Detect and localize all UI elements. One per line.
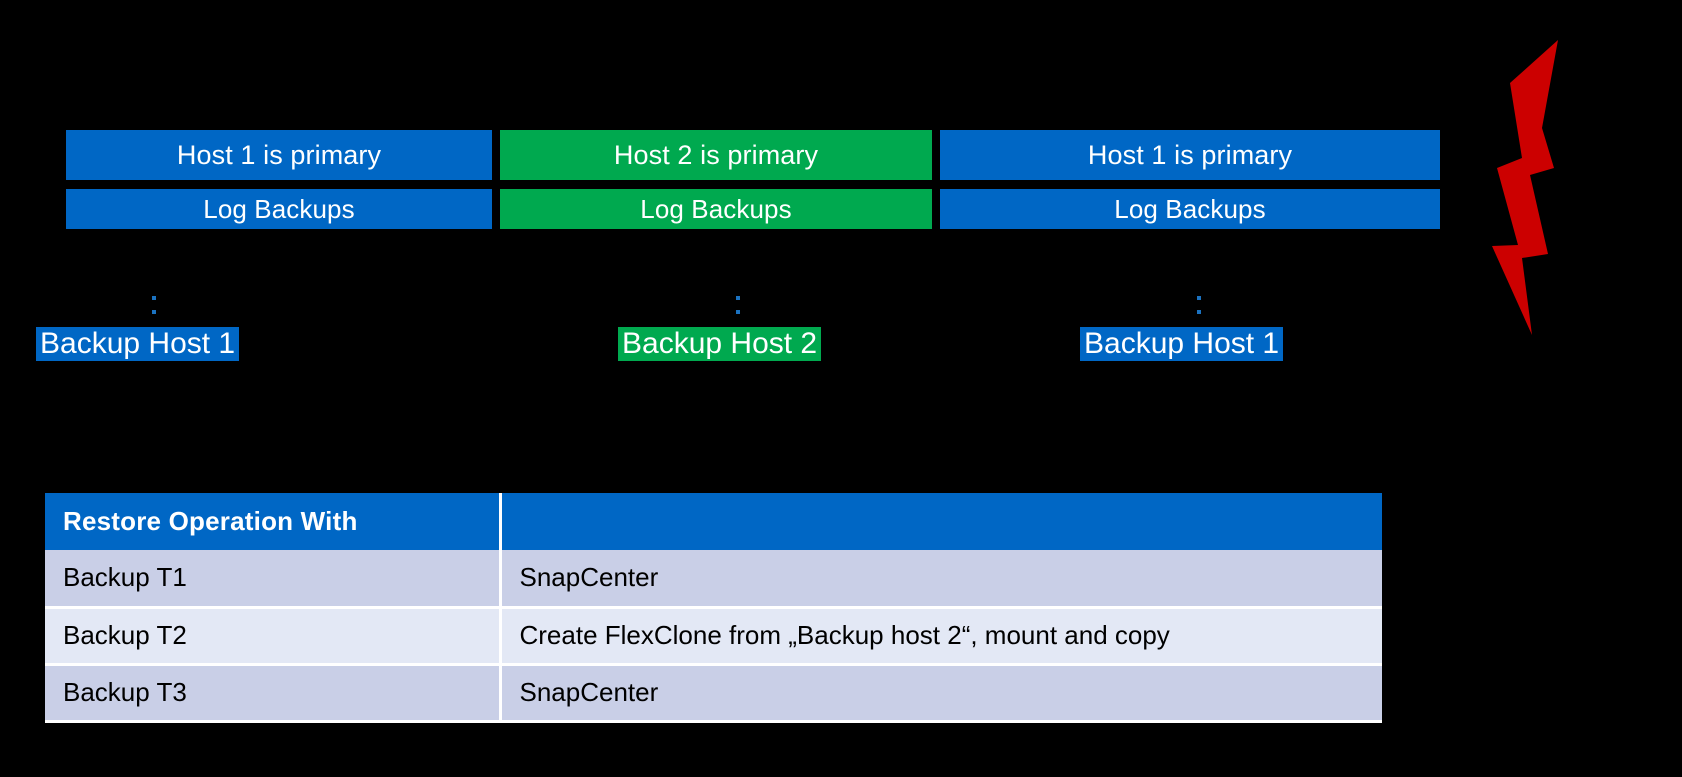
table-header-method — [500, 493, 1382, 550]
lightning-bolt-shape — [1492, 40, 1558, 335]
timeline-segment-primary-2: Host 2 is primary — [500, 130, 932, 180]
backup-host-label-1: Backup Host 1 — [36, 327, 240, 361]
segment-primary-label: Host 2 is primary — [613, 139, 819, 170]
timeline-segment-logs-1: Log Backups — [66, 189, 492, 229]
backup-host-label-2: Backup Host 2 — [618, 327, 822, 361]
backup-host-text: Backup Host 2 — [622, 327, 818, 360]
cell-method: SnapCenter — [500, 664, 1382, 723]
timeline-segment-primary-1: Host 1 is primary — [66, 130, 492, 180]
backup-host-label-3: Backup Host 1 — [1080, 327, 1284, 361]
table-header-row: Restore Operation With — [45, 493, 1382, 550]
cell-method: SnapCenter — [500, 550, 1382, 609]
connector-dots-1 — [152, 296, 156, 324]
segment-logs-label: Log Backups — [1114, 194, 1266, 224]
table-row: Backup T3 SnapCenter — [45, 664, 1382, 723]
cell-method: Create FlexClone from „Backup host 2“, m… — [500, 607, 1382, 666]
table-header-operation: Restore Operation With — [45, 493, 502, 550]
connector-dots-2 — [736, 296, 740, 324]
segment-logs-label: Log Backups — [640, 194, 792, 224]
cell-operation: Backup T2 — [45, 607, 502, 666]
restore-operations-table: Restore Operation With Backup T1 SnapCen… — [45, 493, 1382, 723]
segment-logs-label: Log Backups — [203, 194, 355, 224]
timeline-diagram: Host 1 is primary Host 2 is primary Host… — [36, 40, 1590, 361]
timeline-segment-logs-3: Log Backups — [940, 189, 1440, 229]
connector-dots-3 — [1197, 296, 1201, 324]
backup-host-text: Backup Host 1 — [40, 327, 236, 360]
failure-lightning-bolt-icon — [1480, 40, 1590, 335]
segment-primary-label: Host 1 is primary — [1087, 139, 1293, 170]
table-row: Backup T2 Create FlexClone from „Backup … — [45, 607, 1382, 666]
timeline-segment-logs-2: Log Backups — [500, 189, 932, 229]
timeline-segment-primary-3: Host 1 is primary — [940, 130, 1440, 180]
table-row: Backup T1 SnapCenter — [45, 550, 1382, 609]
segment-primary-label: Host 1 is primary — [176, 139, 382, 170]
cell-operation: Backup T1 — [45, 550, 502, 609]
backup-host-text: Backup Host 1 — [1084, 327, 1280, 360]
cell-operation: Backup T3 — [45, 664, 502, 723]
